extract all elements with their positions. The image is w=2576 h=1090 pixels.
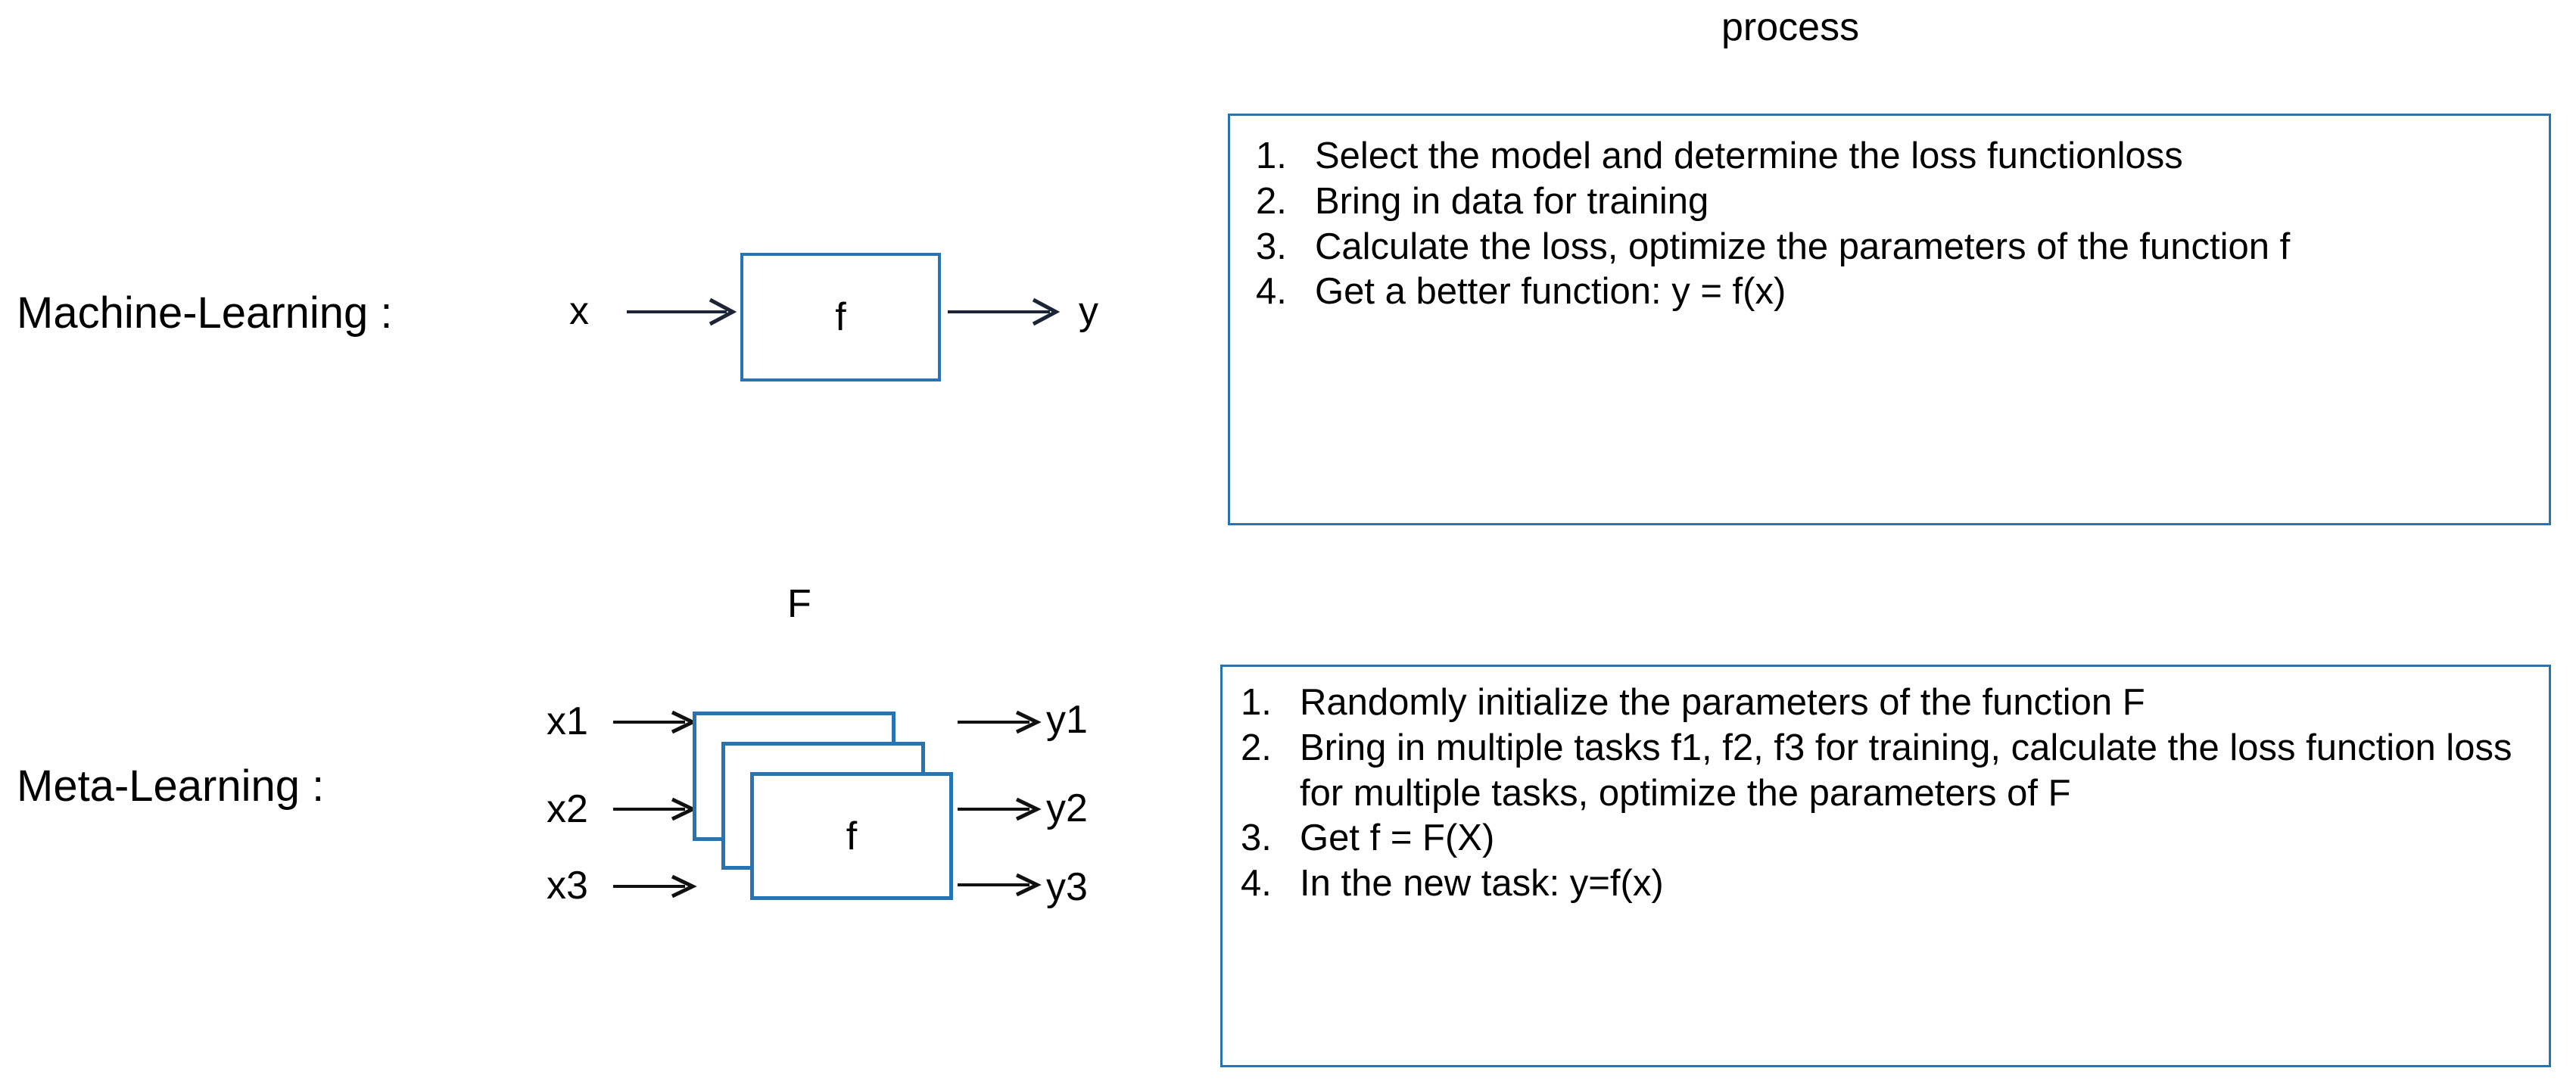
step-text: Bring in data for training	[1315, 180, 1709, 222]
machine-learning-input-label: x	[569, 289, 589, 333]
machine-learning-input-arrow-icon	[627, 297, 737, 326]
step-text: Calculate the loss, optimize the paramet…	[1315, 226, 2291, 267]
list-item: 3. Calculate the loss, optimize the para…	[1256, 225, 2523, 270]
list-item: 2. Bring in multiple tasks f1, f2, f3 fo…	[1241, 726, 2531, 817]
meta-learning-output-arrow-icon-2	[958, 797, 1042, 821]
machine-learning-output-label: y	[1079, 289, 1098, 333]
step-text: Bring in multiple tasks f1, f2, f3 for t…	[1300, 727, 2512, 814]
machine-learning-function-label: f	[835, 295, 846, 339]
meta-learning-task-box-front: f	[750, 772, 953, 900]
machine-learning-output-arrow-icon	[948, 297, 1061, 326]
list-item: 1. Select the model and determine the lo…	[1256, 134, 2523, 179]
step-number: 2.	[1241, 727, 1272, 768]
step-number: 3.	[1241, 818, 1272, 859]
meta-learning-stack-label: F	[787, 582, 811, 626]
step-text: Select the model and determine the loss …	[1315, 135, 2183, 176]
process-title: process	[1721, 5, 1860, 49]
list-item: 4. Get a better function: y = f(x)	[1256, 269, 2523, 315]
list-item: 3. Get f = F(X)	[1241, 816, 2531, 861]
meta-learning-process-box: 1. Randomly initialize the parameters of…	[1220, 665, 2551, 1067]
step-number: 1.	[1241, 682, 1272, 723]
meta-learning-input-label-2: x2	[547, 787, 588, 831]
step-number: 2.	[1256, 180, 1287, 222]
meta-learning-output-arrow-icon-1	[958, 710, 1042, 734]
step-number: 3.	[1256, 226, 1287, 267]
step-text: In the new task: y=f(x)	[1300, 863, 1664, 905]
machine-learning-function-box: f	[740, 253, 941, 382]
list-item: 2. Bring in data for training	[1256, 179, 2523, 225]
meta-learning-function-label: f	[846, 814, 858, 858]
meta-learning-step-list: 1. Randomly initialize the parameters of…	[1241, 680, 2531, 907]
meta-learning-output-arrow-icon-3	[958, 873, 1042, 897]
meta-learning-input-arrow-icon-2	[613, 797, 697, 821]
machine-learning-step-list: 1. Select the model and determine the lo…	[1256, 134, 2523, 315]
meta-learning-input-label-1: x1	[547, 699, 588, 743]
meta-learning-output-label-3: y3	[1046, 865, 1088, 909]
meta-learning-input-label-3: x3	[547, 864, 588, 908]
step-text: Get f = F(X)	[1300, 818, 1495, 859]
meta-learning-input-arrow-icon-1	[613, 710, 697, 734]
list-item: 1. Randomly initialize the parameters of…	[1241, 680, 2531, 726]
meta-learning-row-label: Meta-Learning :	[17, 761, 325, 811]
meta-learning-output-label-2: y2	[1046, 786, 1088, 830]
step-text: Randomly initialize the parameters of th…	[1300, 682, 2145, 723]
step-number: 4.	[1256, 271, 1287, 313]
step-text: Get a better function: y = f(x)	[1315, 271, 1786, 313]
machine-learning-row-label: Machine-Learning :	[17, 288, 393, 338]
step-number: 4.	[1241, 863, 1272, 905]
step-number: 1.	[1256, 135, 1287, 176]
meta-learning-input-arrow-icon-3	[613, 874, 697, 898]
meta-learning-output-label-1: y1	[1046, 698, 1088, 742]
machine-learning-process-box: 1. Select the model and determine the lo…	[1228, 114, 2551, 525]
list-item: 4. In the new task: y=f(x)	[1241, 861, 2531, 907]
